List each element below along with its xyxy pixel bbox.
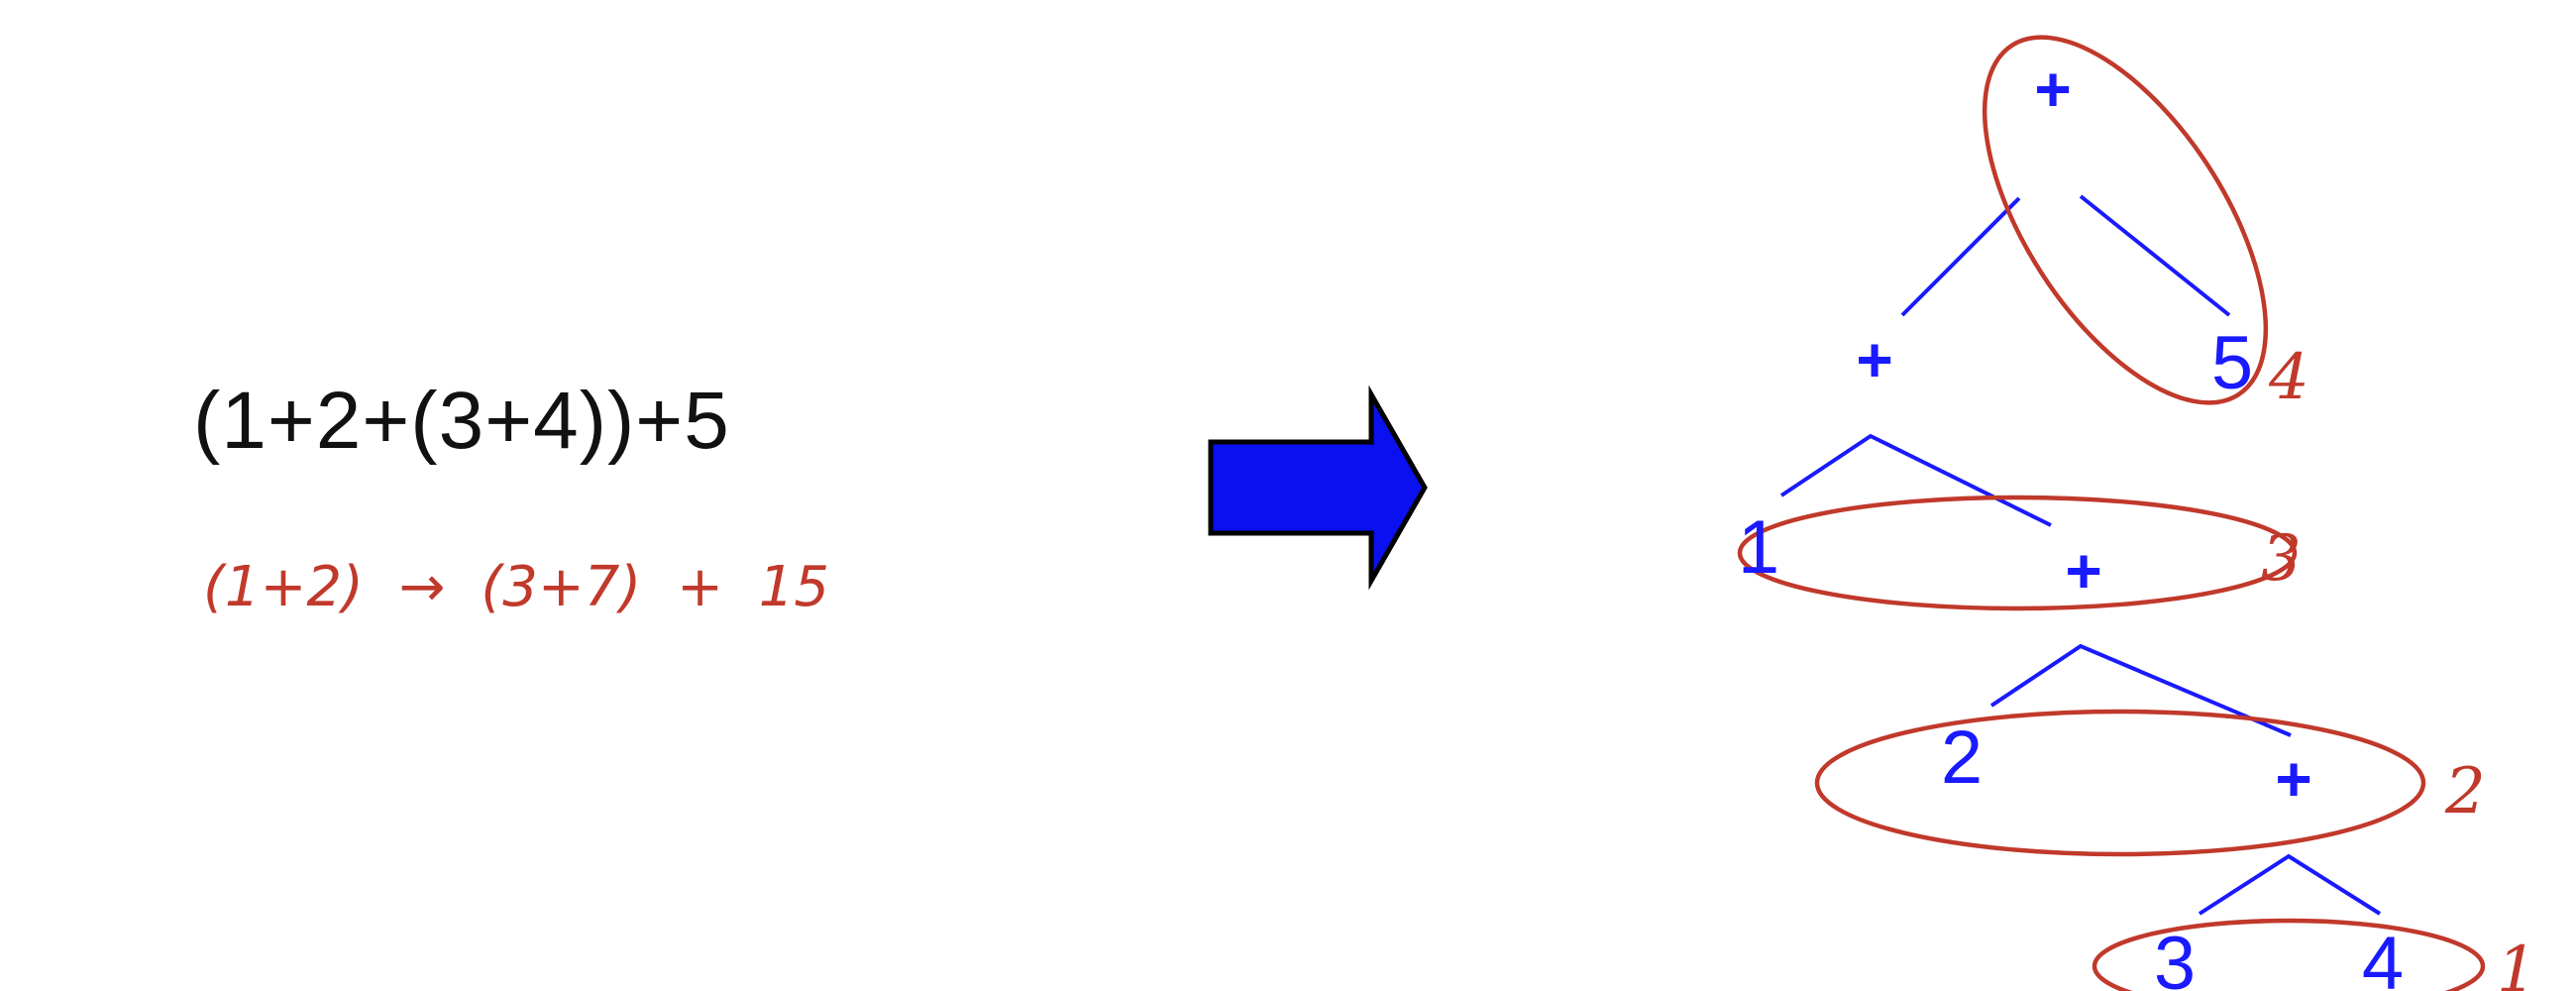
leaf-1-node: 1: [1738, 505, 1779, 590]
edge-level3-children: [2198, 853, 2382, 916]
group-ring-1: [2092, 918, 2486, 991]
group-ring-2: [1814, 709, 2426, 857]
right-arrow-icon: [1208, 385, 1428, 591]
leaf-2-node: 2: [1941, 716, 1983, 800]
leaf-4-node: 4: [2362, 922, 2404, 991]
root-plus-node: +: [2034, 54, 2071, 125]
order-label-1: 1: [2497, 934, 2537, 991]
level2-plus-node: +: [2065, 535, 2101, 606]
group-ring-3: [1737, 495, 2298, 611]
leaf-3-node: 3: [2154, 922, 2196, 991]
leaf-5-node: 5: [2211, 321, 2253, 405]
order-label-3: 3: [2261, 522, 2302, 596]
handwritten-note: (1+2) → (3+7) + 15: [203, 555, 830, 619]
expression-text: (1+2+(3+4))+5: [193, 376, 730, 466]
group-ring-4: [1982, 35, 2269, 405]
edge-root-right: [2079, 194, 2231, 317]
order-label-2: 2: [2444, 755, 2486, 828]
edge-root-left: [1900, 196, 2021, 317]
edge-level2-children: [1989, 643, 2292, 737]
level1-plus-node: +: [1856, 324, 1892, 395]
level3-plus-node: +: [2275, 743, 2311, 815]
order-label-4: 4: [2268, 341, 2309, 414]
